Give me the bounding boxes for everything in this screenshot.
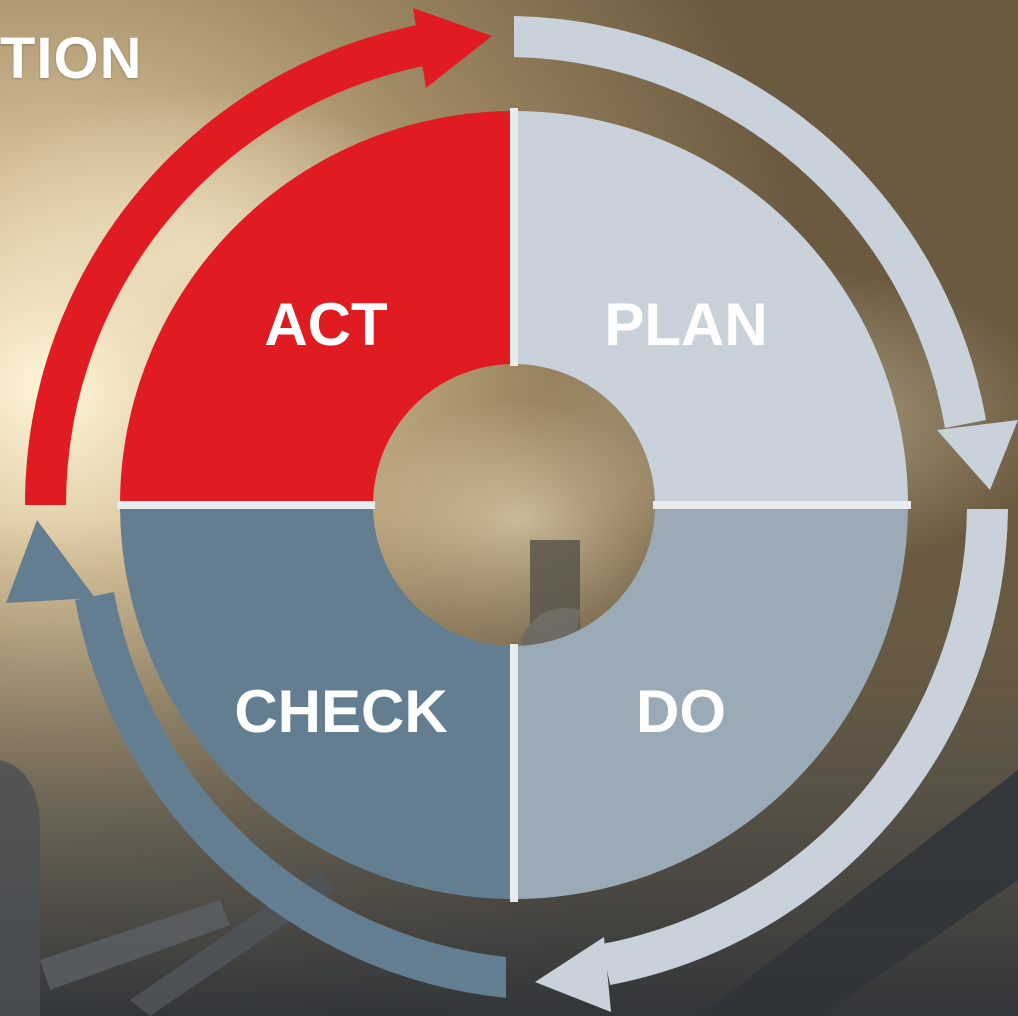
quadrant-do[interactable] [514, 505, 908, 899]
quadrant-separators [117, 108, 911, 902]
label-check: CHECK [234, 678, 447, 745]
arrow-act-to-plan [24, 8, 492, 505]
quadrant-act[interactable] [120, 111, 514, 505]
quadrant-check[interactable] [120, 505, 514, 899]
arrow-plan-to-do [514, 16, 1018, 490]
label-do: DO [636, 678, 726, 745]
title-fragment: TION [0, 26, 143, 91]
label-plan: PLAN [604, 291, 767, 358]
arrow-do-to-check [535, 509, 1008, 1012]
label-act: ACT [264, 291, 387, 358]
quadrant-plan[interactable] [514, 111, 908, 505]
arrow-check-to-act [6, 520, 506, 998]
